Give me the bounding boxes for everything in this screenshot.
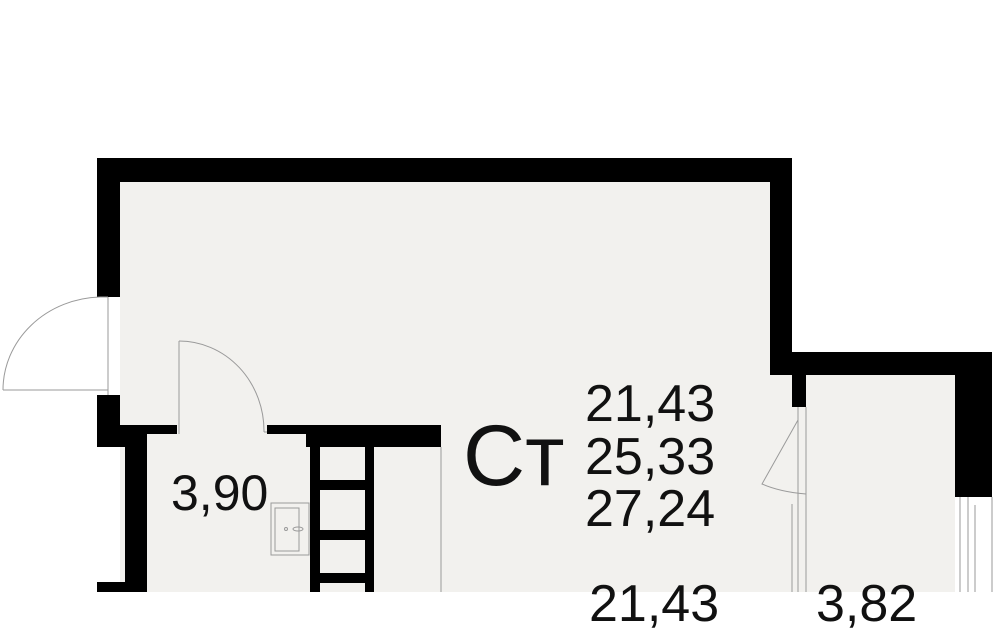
plan-lines [2,296,993,592]
shelf-rung [310,573,374,583]
entrance-door-swing [2,296,101,391]
shelf-rung [310,480,374,490]
living-area-label: 21,43 [585,375,716,433]
shelf-rung [310,530,374,540]
balcony-door-jamb [792,375,806,407]
loggia-top-wall [770,352,992,375]
left-wall-upper [97,158,120,297]
bathroom-door-swing [178,340,265,433]
shelf-post-right [365,447,374,592]
shelf-post-left [310,447,320,592]
bathroom-top-wall-right [267,425,307,434]
right-wall-main [770,158,792,375]
balcony-door-swing [761,419,807,495]
total-area-label: 25,33 [585,428,716,486]
living-room-area-label: 21,43 [589,575,720,633]
partition-wall [306,425,441,447]
left-wall-lower [97,582,147,592]
loggia-area-label: 3,82 [816,575,918,633]
bathroom-top-wall-left [147,425,177,434]
corridor-wall [97,425,147,447]
top-wall [97,158,792,182]
bathroom-left-wall [125,447,147,582]
room-type-label: Ст [463,408,565,504]
loggia-right-wall [955,352,992,497]
bathroom-floor [147,434,307,592]
total-with-loggia-label: 27,24 [585,480,716,538]
loggia-floor [806,375,955,592]
main-room-floor-extension [770,375,806,592]
sink-icon [270,502,310,556]
bathroom-area-label: 3,90 [171,465,269,521]
